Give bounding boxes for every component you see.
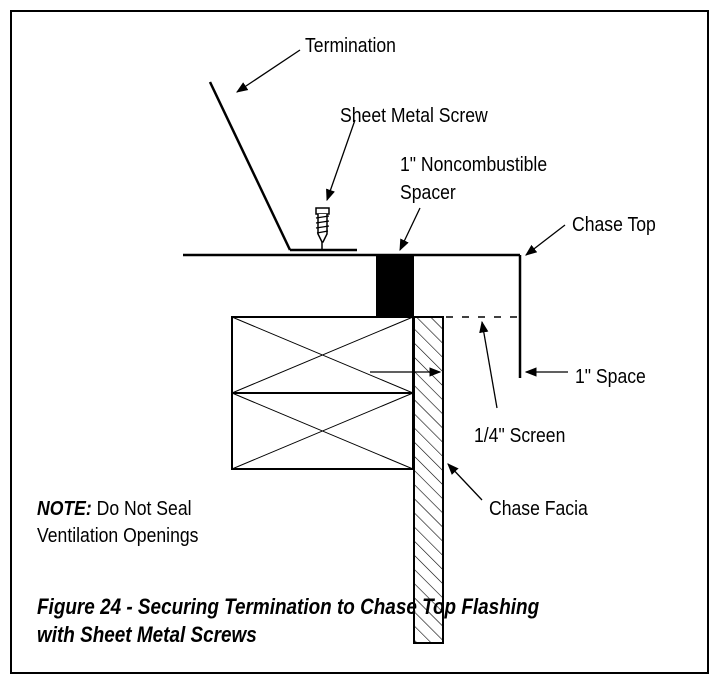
noncombustible-spacer [376,256,414,317]
label-spacer-line2: Spacer [400,182,456,204]
figure-caption-line2: with Sheet Metal Screws [37,622,257,647]
leader-arrows [236,49,568,501]
label-chase-facia: Chase Facia [489,498,588,520]
label-sheet-metal-screw: Sheet Metal Screw [340,105,488,127]
figure-frame [10,10,709,674]
note-prefix: NOTE: [37,498,92,520]
note-line1: NOTE: Do Not Seal [37,497,192,521]
termination-flashing [208,81,357,252]
chase-framing-boxes [231,316,414,470]
label-screen: 1/4" Screen [474,425,566,447]
label-one-inch-space: 1" Space [575,366,646,388]
label-spacer-line1: 1" Noncombustible [400,154,548,176]
note-text-line1: Do Not Seal [91,498,192,520]
label-chase-top: Chase Top [572,214,656,236]
chase-top [183,253,522,378]
figure-caption-line1: Figure 24 - Securing Termination to Chas… [37,594,540,619]
note-line2: Ventilation Openings [37,525,199,547]
sheet-metal-screw [315,207,330,250]
label-termination: Termination [305,35,396,57]
